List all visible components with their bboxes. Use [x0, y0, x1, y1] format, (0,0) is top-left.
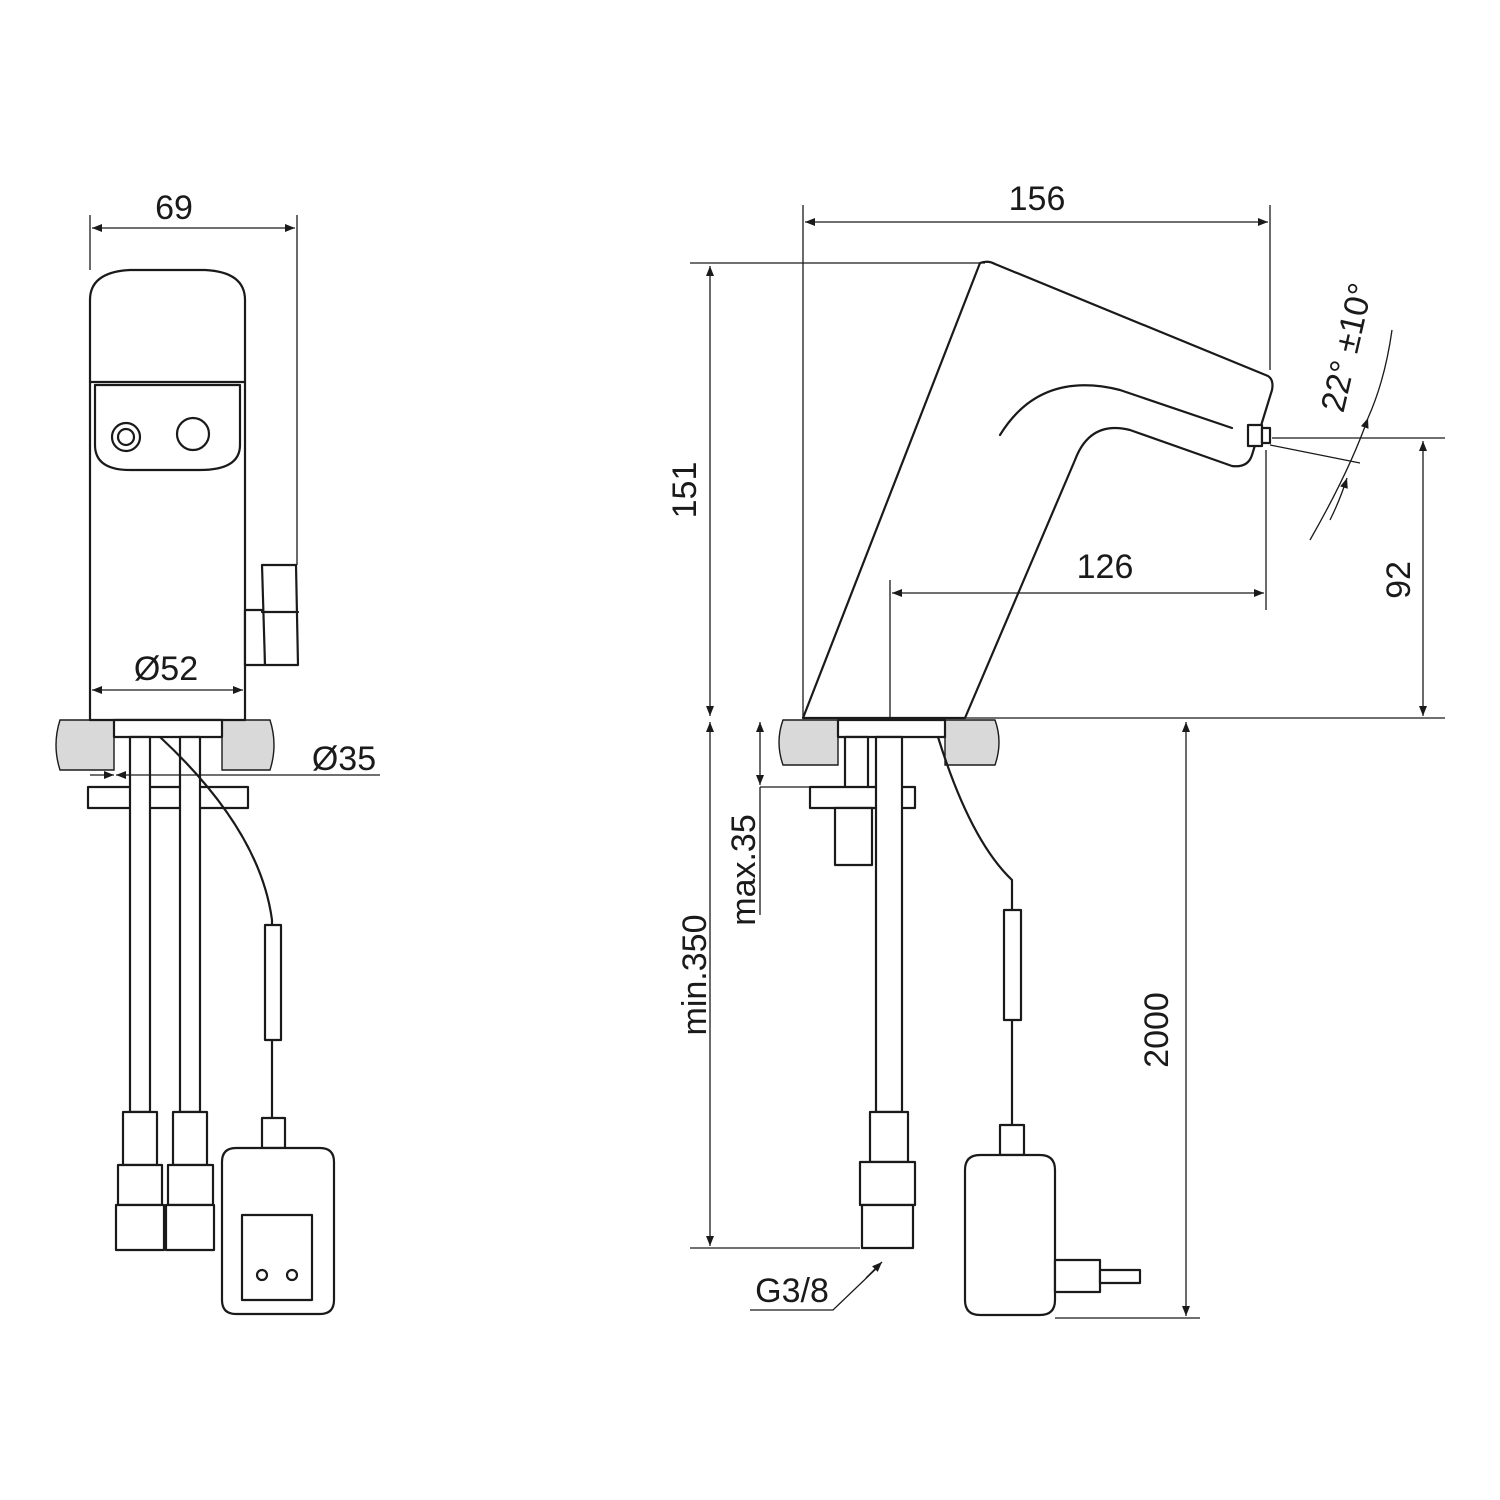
- plug-pin-left: [255, 1268, 269, 1282]
- dim-min350-label: min.350: [676, 915, 714, 1036]
- countertop-right-section: [221, 719, 275, 771]
- sensor-window: [93, 383, 242, 472]
- angle-arc-lower-arrow: [1329, 477, 1348, 521]
- threaded-rod: [843, 735, 870, 792]
- side-valve-knob: [260, 563, 300, 667]
- hose-end-left: [114, 1203, 166, 1252]
- mounting-bracket: [86, 785, 250, 810]
- cable-connector-front: [263, 923, 283, 1042]
- mounting-nut-side: [833, 806, 874, 867]
- power-plug-pin: [1098, 1268, 1142, 1285]
- countertop-side-left: [778, 719, 839, 766]
- dim-d52-label: Ø52: [134, 650, 198, 688]
- dim-d35-label: Ø35: [312, 740, 376, 778]
- power-plug-face: [240, 1213, 314, 1302]
- cable-plug-strain-front: [260, 1116, 287, 1150]
- thread-leader-line: [750, 1264, 881, 1311]
- spout-aerator: [1246, 423, 1264, 448]
- dim-2000-label: 2000: [1138, 992, 1176, 1068]
- sensor-button-inner: [116, 427, 136, 447]
- dim-69-label: 69: [155, 189, 193, 227]
- tap-body-side: [801, 260, 1274, 720]
- hose-end-side: [860, 1203, 915, 1250]
- angle-arc: [1309, 417, 1369, 541]
- hose-connector-side: [868, 1110, 910, 1164]
- thread-leader-arrow: [865, 1261, 883, 1279]
- sensor-cable-front: [158, 735, 274, 1122]
- cable-connector-side: [1002, 908, 1023, 1022]
- hose-nut-side: [858, 1160, 917, 1207]
- power-adapter-side: [963, 1153, 1057, 1317]
- supply-hose-right: [178, 735, 202, 1114]
- spout-aerator-tip: [1260, 426, 1272, 445]
- power-adapter-front: [220, 1146, 336, 1316]
- hose-connector-left: [121, 1110, 159, 1167]
- thread-label: G3/8: [755, 1272, 829, 1310]
- dim-max35-label: max.35: [725, 814, 763, 926]
- dim-151-label: 151: [666, 462, 704, 519]
- hose-nut-left: [116, 1163, 164, 1207]
- angle-reference-line: [1269, 444, 1361, 464]
- countertop-side-right: [944, 719, 1000, 766]
- plug-pin-right: [285, 1268, 299, 1282]
- cable-plug-strain-side: [998, 1123, 1026, 1157]
- hose-end-right: [164, 1203, 216, 1252]
- tap-base: [112, 718, 224, 739]
- dim-92-label: 92: [1380, 561, 1418, 599]
- sensor-cable-side: [936, 735, 1014, 1127]
- front-view: 69 Ø52 Ø35: [55, 189, 380, 1316]
- hose-nut-right: [166, 1163, 215, 1207]
- sensor-button: [110, 421, 142, 453]
- countertop-left-section: [55, 719, 115, 771]
- supply-hose-left: [128, 735, 152, 1114]
- side-view: 156 151 126 92 22° ±10° max.35 min.350: [666, 180, 1445, 1319]
- hose-connector-right: [171, 1110, 209, 1167]
- angle-arc-upper: [1367, 329, 1393, 419]
- spout-arc-detail: [998, 384, 1234, 437]
- angle-label: 22° ±10°: [1314, 279, 1380, 415]
- power-plug-prong: [1053, 1258, 1102, 1294]
- sensor-eye: [175, 416, 211, 452]
- supply-hose-side: [874, 735, 904, 1114]
- tap-base-side: [836, 718, 947, 739]
- side-valve-body: [243, 608, 267, 667]
- dim-156-label: 156: [1009, 180, 1066, 218]
- dim-126-label: 126: [1077, 548, 1134, 586]
